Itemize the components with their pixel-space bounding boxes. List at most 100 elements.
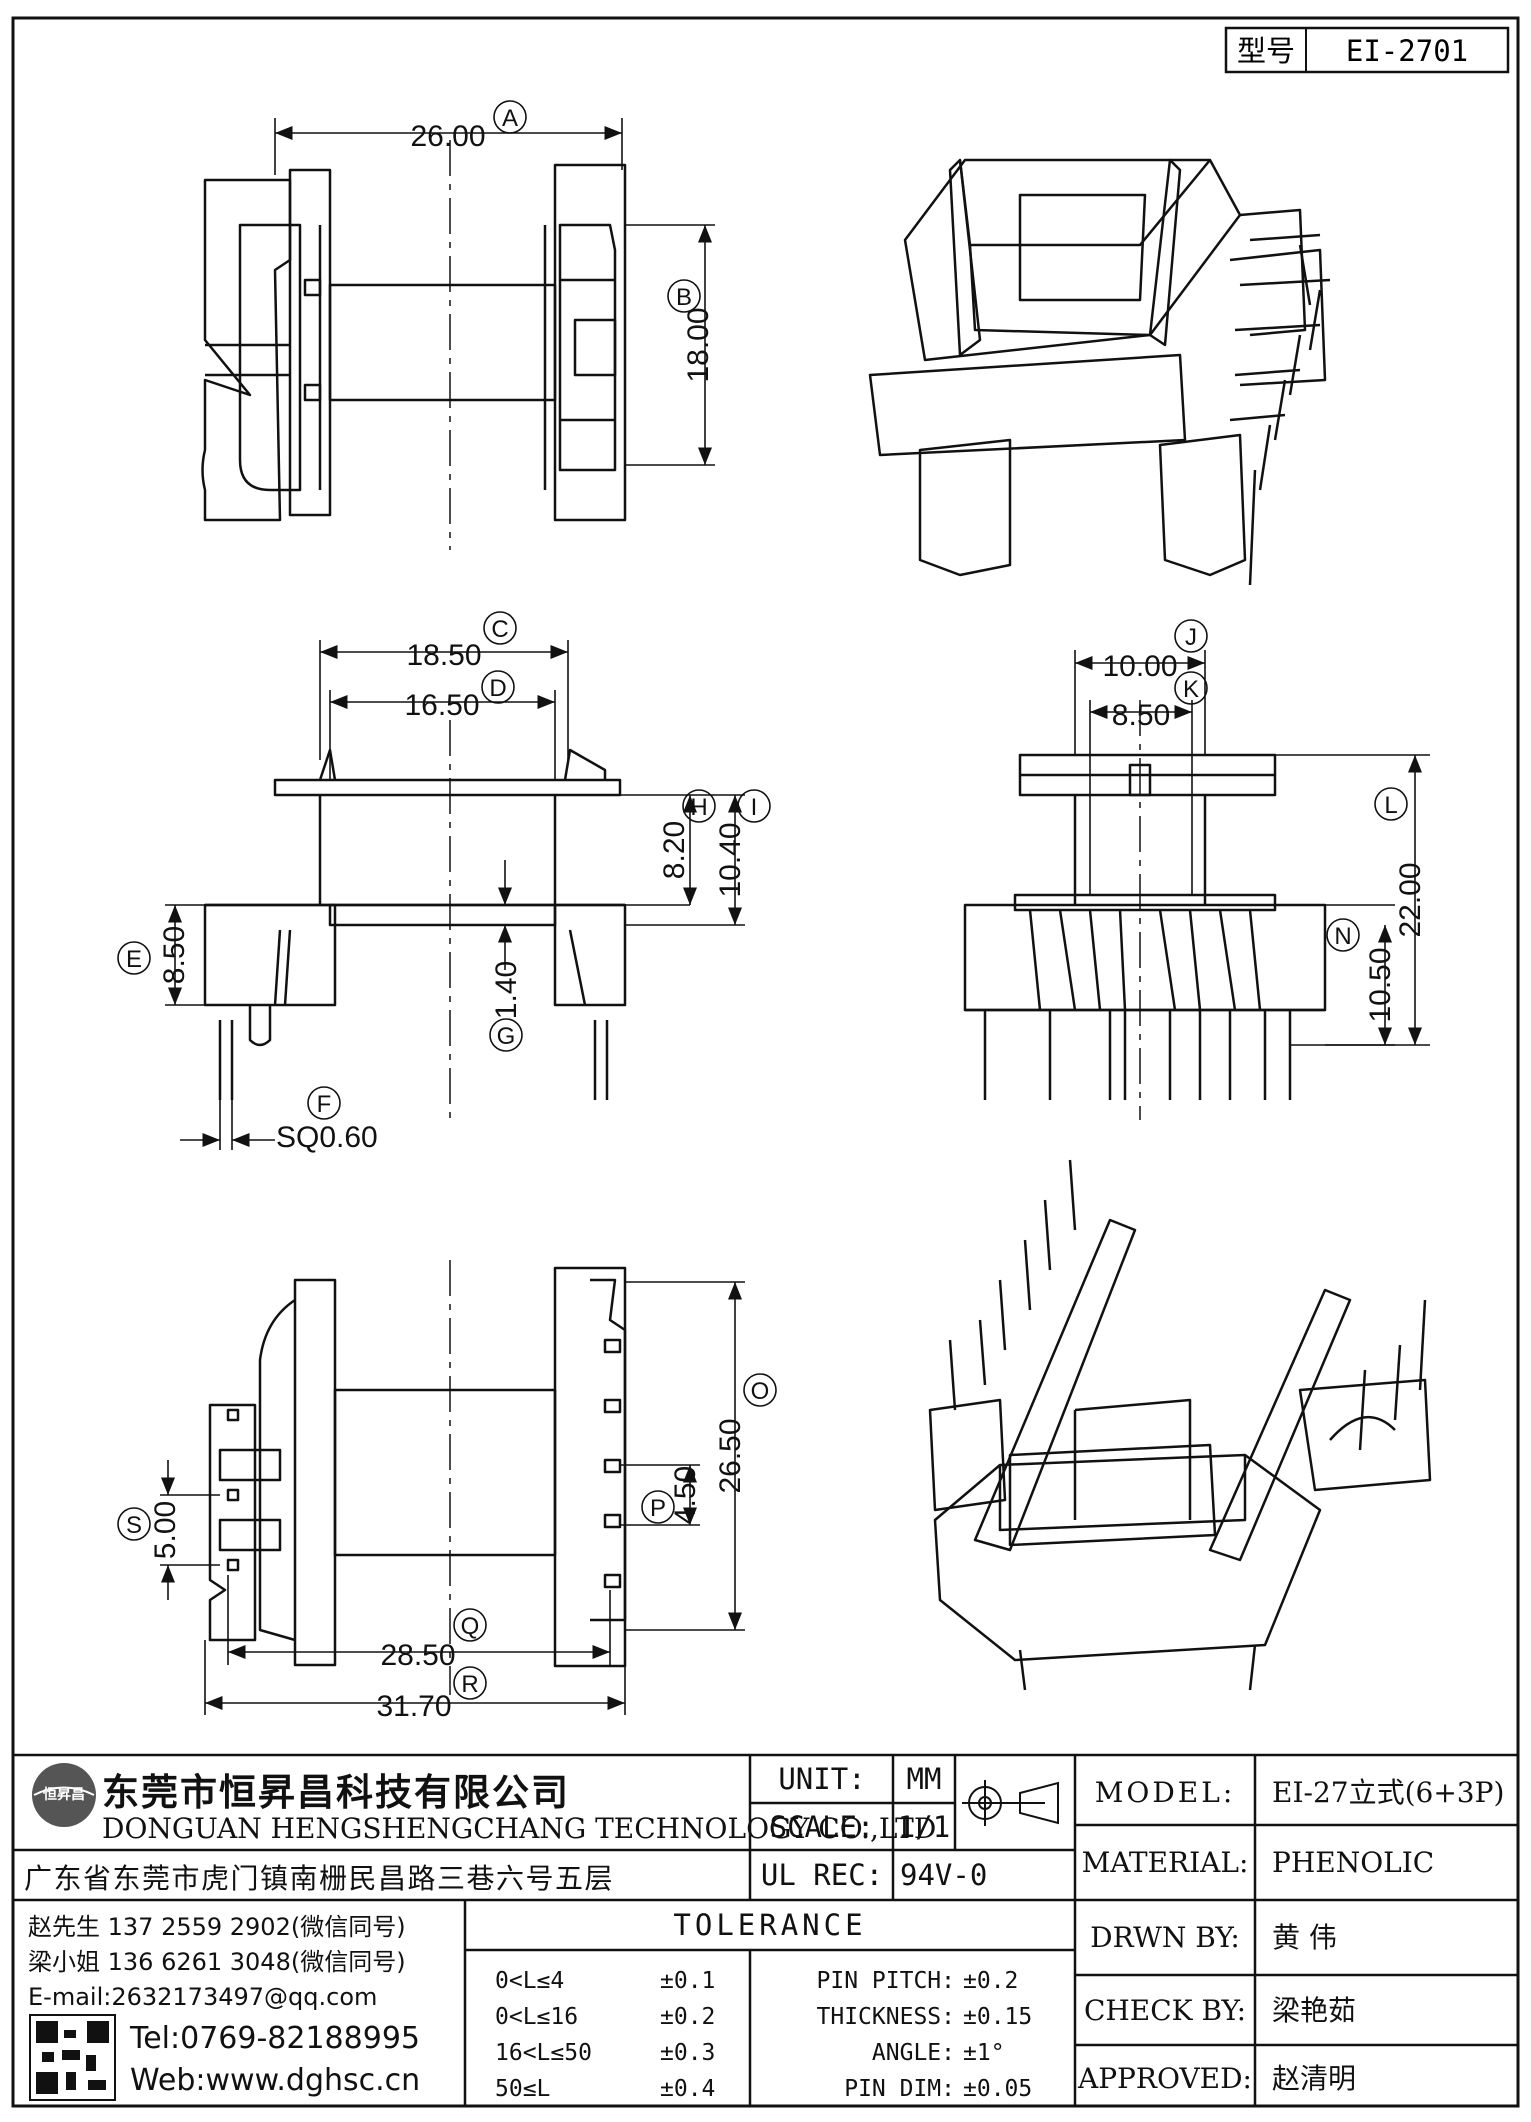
dim-e-text: 8.50: [158, 926, 191, 984]
dim-d-text: 16.50: [404, 689, 479, 722]
marker-f: F: [317, 1091, 332, 1118]
dim-c-text: 18.50: [406, 639, 481, 672]
marker-h: H: [690, 794, 707, 821]
marker-letters: A B C D H I E G F J K L N O P S Q R: [126, 105, 1398, 1698]
scale-value: 1/1: [898, 1810, 950, 1844]
marker-l: L: [1384, 792, 1397, 819]
header-box: 型号 EI-2701: [1224, 26, 1510, 74]
center-lines: [449, 140, 1141, 1695]
marker-e: E: [126, 946, 142, 973]
tolerance-range: 16<L≤50: [495, 2040, 592, 2066]
misc-label: ANGLE:: [872, 2040, 955, 2066]
tolerance-range: 50≤L: [495, 2076, 550, 2102]
dim-i-text: 10.40: [714, 822, 747, 897]
side-view: [963, 753, 1327, 1100]
marker-c: C: [491, 616, 508, 643]
approved-value: 赵清明: [1272, 2062, 1356, 2095]
misc-label: PIN DIM:: [844, 2076, 955, 2102]
dim-j-text: 10.00: [1102, 650, 1177, 683]
marker-r: R: [461, 1671, 478, 1698]
tolerance-range: 0<L≤4: [495, 1968, 564, 1994]
top-view: [201, 163, 627, 522]
company-address: 广东省东莞市虎门镇南栅民昌路三巷六号五层: [24, 1862, 614, 1895]
company-name-en: DONGUAN HENGSHENGCHANG TECHNOLOGY CO.,LT…: [102, 1812, 936, 1845]
dim-l-text: 22.00: [1394, 862, 1427, 937]
marker-b: B: [676, 284, 692, 311]
dim-g-text: 1.40: [490, 961, 523, 1019]
drawn-value: 黄 伟: [1272, 1921, 1337, 1954]
unit-value: MM: [907, 1762, 942, 1796]
dim-h-text: 8.20: [658, 821, 691, 879]
misc-value: ±0.15: [963, 2004, 1032, 2030]
isometric-view-2: [928, 1159, 1432, 1691]
dim-b-text: 18.00: [682, 307, 715, 382]
misc-label: THICKNESS:: [817, 2004, 955, 2030]
tolerance-value: ±0.4: [660, 2076, 715, 2102]
marker-a: A: [502, 105, 518, 132]
marker-n: N: [1334, 923, 1351, 950]
marker-d: D: [489, 675, 506, 702]
drawn-label: DRWN BY:: [1090, 1921, 1240, 1954]
model-label: MODEL:: [1095, 1776, 1236, 1809]
contact-1: 赵先生 137 2559 2902(微信同号): [28, 1913, 406, 1941]
marker-k: K: [1183, 676, 1199, 703]
qr-code: [29, 2014, 116, 2101]
tolerance-value: ±0.3: [660, 2040, 715, 2066]
dim-p-text: 4.50: [669, 1466, 702, 1524]
material-label: MATERIAL:: [1082, 1846, 1249, 1879]
marker-s: S: [126, 1512, 142, 1539]
marker-g: G: [497, 1023, 516, 1050]
dim-k-text: 8.50: [1112, 699, 1170, 732]
dim-a-text: 26.00: [410, 120, 485, 153]
contact-2: 梁小姐 136 6261 3048(微信同号): [28, 1948, 406, 1976]
title-block-grid: [13, 1753, 1518, 2106]
front-view: [203, 748, 627, 1100]
company-web: Web:www.dghsc.cn: [130, 2063, 420, 2098]
model-value: EI-27立式(6+3P): [1272, 1776, 1504, 1809]
sheet-frame: [11, 16, 1520, 2108]
marker-p: P: [650, 1495, 666, 1522]
dimension-lines: [160, 118, 1430, 1715]
marker-o: O: [751, 1378, 770, 1405]
material-value: PHENOLIC: [1272, 1846, 1434, 1879]
ul-label: UL REC:: [761, 1858, 883, 1892]
tolerance-value: ±0.1: [660, 1968, 715, 1994]
tolerance-value: ±0.2: [660, 2004, 715, 2030]
isometric-view-1: [868, 158, 1331, 586]
unit-label: UNIT:: [778, 1762, 865, 1796]
dim-n-text: 10.50: [1364, 947, 1397, 1022]
dim-r-text: 31.70: [376, 1690, 451, 1723]
dim-s-text: 5.00: [149, 1501, 182, 1559]
marker-i: I: [751, 794, 758, 821]
dim-o-text: 26.50: [714, 1418, 747, 1493]
ul-value: 94V-0: [900, 1858, 987, 1892]
misc-value: ±0.05: [963, 2076, 1032, 2102]
marker-j: J: [1185, 624, 1197, 651]
check-label: CHECK BY:: [1084, 1994, 1246, 2027]
tolerance-table: 0<L≤4 ±0.1 0<L≤16 ±0.2 16<L≤50 ±0.3 50≤L ±0.4: [495, 1968, 715, 2102]
dim-f-text: SQ0.60: [276, 1121, 378, 1154]
company-email: E-mail:2632173497@qq.com: [28, 1983, 377, 2011]
company-logo: 恒昇昌: [32, 1763, 96, 1827]
dim-q-text: 28.50: [380, 1639, 455, 1672]
marker-q: Q: [461, 1613, 480, 1640]
logo-text: 恒昇昌: [43, 1786, 85, 1803]
scale-label: SCALE:: [770, 1810, 875, 1844]
company-name-cn: 东莞市恒昇昌科技有限公司: [102, 1771, 570, 1814]
company-info: 东莞市恒昇昌科技有限公司 DONGUAN HENGSHENGCHANG TECH…: [24, 1771, 936, 2098]
misc-value: ±1°: [963, 2040, 1005, 2066]
part-number: EI-2701: [1346, 34, 1468, 68]
type-label: 型号: [1237, 34, 1295, 68]
tolerance-range: 0<L≤16: [495, 2004, 578, 2030]
projection-symbol: [962, 1780, 1059, 1826]
tolerance-title: TOLERANCE: [673, 1908, 866, 1942]
spec-cells: UNIT: MM SCALE: 1/1 UL REC: 94V-0 TOLERA…: [673, 1762, 987, 1942]
misc-value: ±0.2: [963, 1968, 1018, 1994]
marker-circles: [117, 100, 1408, 1700]
misc-label: PIN PITCH:: [817, 1968, 955, 1994]
bottom-view: [208, 1266, 627, 1668]
approved-label: APPROVED:: [1077, 2062, 1252, 2095]
check-value: 梁艳茹: [1272, 1994, 1356, 2027]
